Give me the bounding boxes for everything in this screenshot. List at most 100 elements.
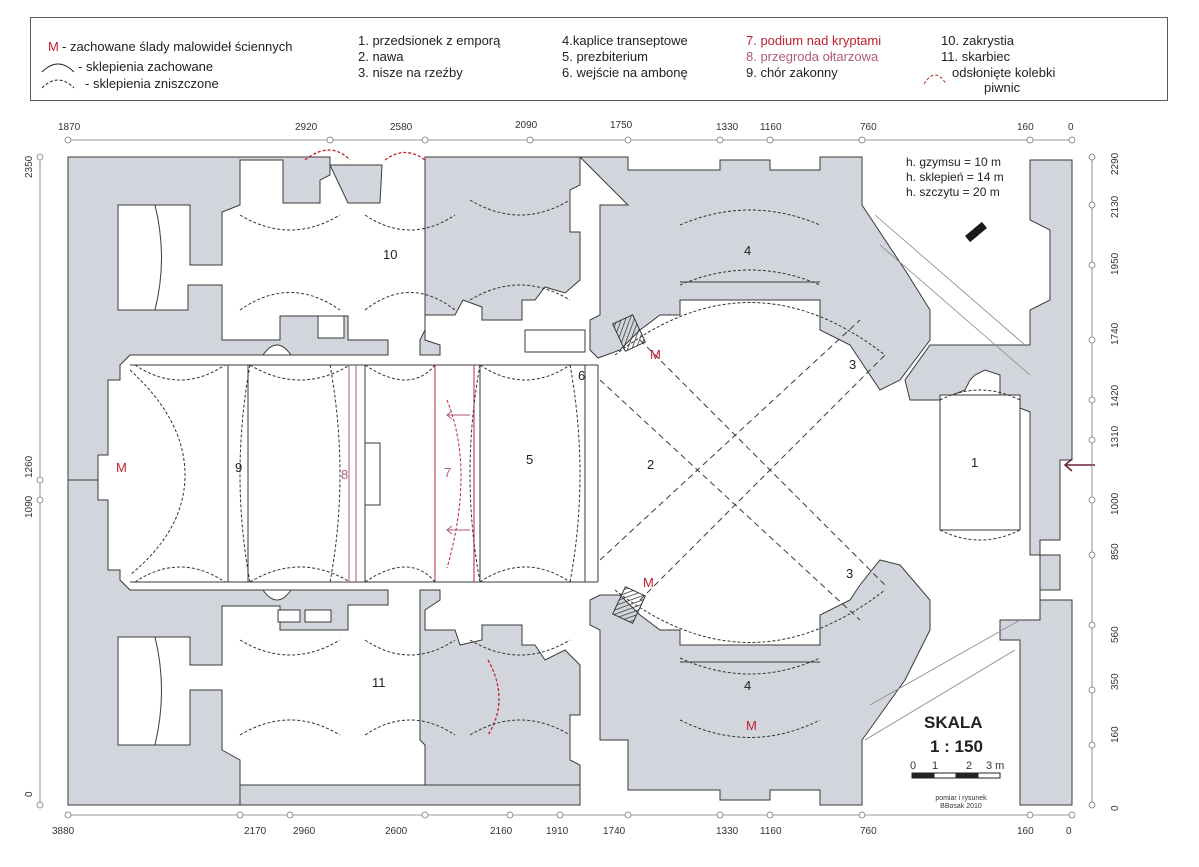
scale-title: SKALA xyxy=(924,713,983,732)
dim-right: 560 xyxy=(1110,626,1121,643)
dim-top: 2580 xyxy=(390,122,413,133)
wall-lower-left xyxy=(67,479,389,806)
dim-right: 1420 xyxy=(1110,384,1121,407)
room-number-3: 3 xyxy=(849,357,857,372)
north-arrow-icon xyxy=(965,221,987,243)
wall-upper-mid xyxy=(419,156,581,356)
dim-left: 0 xyxy=(24,791,35,797)
vault-preserved-icon xyxy=(41,63,75,73)
dim-top: 1870 xyxy=(58,122,81,133)
dim-right: 1310 xyxy=(1110,425,1121,448)
wall-bottom-strip xyxy=(239,784,581,806)
dim-bottom: 2160 xyxy=(490,826,513,837)
legend-m-symbol: M xyxy=(48,39,59,54)
scale-tick: 1 xyxy=(932,760,939,772)
legend-item: 11. skarbiec xyxy=(941,49,1011,64)
room-number-10: 10 xyxy=(383,247,398,262)
wall-upper-right xyxy=(578,156,931,391)
room-number-3: 3 xyxy=(846,566,854,581)
dim-bottom: 3880 xyxy=(52,826,75,837)
dim-top: 0 xyxy=(1068,122,1074,133)
dim-top: 1750 xyxy=(610,120,633,131)
legend-item: piwnic xyxy=(984,80,1021,95)
dim-bottom: 0 xyxy=(1066,826,1072,837)
room-number-4: 4 xyxy=(744,678,752,693)
credit-line-2: BBosak 2010 xyxy=(940,803,982,810)
dim-right: 0 xyxy=(1110,805,1121,811)
mural-mark: M xyxy=(643,575,654,590)
dim-bottom: 1910 xyxy=(546,826,569,837)
dim-bottom: 2960 xyxy=(293,826,316,837)
legend-item: 4.kaplice transeptowe xyxy=(562,33,688,48)
height-label: h. gzymsu = 10 m xyxy=(906,155,1002,169)
credit-line-1: pomiar i rysunek xyxy=(935,795,987,802)
stair-upper xyxy=(612,314,646,352)
room-number-11: 11 xyxy=(372,675,386,690)
room-number-6: 6 xyxy=(578,368,586,383)
scale-tick: 2 xyxy=(966,760,973,772)
dim-bottom: 2600 xyxy=(385,826,408,837)
room-number-5: 5 xyxy=(526,452,534,467)
scale-tick: 3 m xyxy=(986,760,1005,772)
dim-left: 1260 xyxy=(24,455,35,478)
room-number-8: 8 xyxy=(341,467,349,482)
wall-right xyxy=(904,159,1073,806)
dim-top: 2920 xyxy=(295,122,318,133)
dim-top: 1160 xyxy=(760,122,782,133)
legend-item: 7. podium nad kryptami xyxy=(746,33,882,48)
dim-top: 2090 xyxy=(515,120,538,131)
cellar-vault-icon xyxy=(923,74,947,85)
legend-item: 1. przedsionek z emporą xyxy=(358,33,501,48)
dim-right: 1000 xyxy=(1110,492,1121,515)
room-number-7: 7 xyxy=(444,465,452,480)
height-label: h. sklepień = 14 m xyxy=(906,170,1004,184)
dim-top: 760 xyxy=(860,122,877,133)
legend-box xyxy=(30,17,1168,101)
dim-left: 1090 xyxy=(24,495,35,518)
mural-mark: M xyxy=(650,347,661,362)
wall-lower-right xyxy=(589,559,931,806)
wall-cell xyxy=(329,164,383,204)
legend-vault-preserved: - sklepienia zachowane xyxy=(78,59,214,74)
legend-item: 10. zakrystia xyxy=(941,33,1014,48)
legend-item: 2. nawa xyxy=(358,49,404,64)
dim-bottom: 160 xyxy=(1017,826,1034,837)
dim-right: 850 xyxy=(1110,543,1121,560)
dim-right: 160 xyxy=(1110,726,1121,743)
room-number-2: 2 xyxy=(647,457,655,472)
legend-item: 5. prezbiterium xyxy=(562,49,648,64)
legend-item: 6. wejście na ambonę xyxy=(562,65,688,80)
room-number-4: 4 xyxy=(744,243,752,258)
legend-item: 3. nisze na rzeźby xyxy=(358,65,463,80)
legend-vault-destroyed: - sklepienia zniszczone xyxy=(85,76,219,91)
legend-item: odsłonięte kolebki xyxy=(952,65,1056,80)
height-label: h. szczytu = 20 m xyxy=(906,185,1000,199)
dim-right: 2290 xyxy=(1110,152,1121,175)
vault-destroyed-icon xyxy=(41,79,75,89)
dim-left: 2350 xyxy=(24,155,35,178)
dim-right: 2130 xyxy=(1110,195,1121,218)
dim-bottom: 1330 xyxy=(716,826,739,837)
scale-bar xyxy=(911,772,1001,779)
dim-top: 160 xyxy=(1017,122,1034,133)
dim-bottom: 1740 xyxy=(603,826,626,837)
mural-mark: M xyxy=(116,460,127,475)
dim-right: 350 xyxy=(1110,673,1121,690)
dim-top: 1330 xyxy=(716,122,739,133)
dim-bottom: 1160 xyxy=(760,826,782,837)
room-number-1: 1 xyxy=(971,455,979,470)
stair-lower xyxy=(612,586,646,624)
room-number-9: 9 xyxy=(235,460,243,475)
scale-tick: 0 xyxy=(910,760,917,772)
legend-item: 9. chór zakonny xyxy=(746,65,838,80)
scale-ratio: 1 : 150 xyxy=(930,737,983,756)
dim-right: 1740 xyxy=(1110,322,1121,345)
wall-lower-mid xyxy=(419,589,581,806)
mural-mark: M xyxy=(746,718,757,733)
dim-bottom: 760 xyxy=(860,826,877,837)
legend-item: 8. przegroda ołtarzowa xyxy=(746,49,879,64)
dim-right: 1950 xyxy=(1110,252,1121,275)
dim-bottom: 2170 xyxy=(244,826,267,837)
legend-m-text: - zachowane ślady malowideł ściennych xyxy=(62,39,293,54)
